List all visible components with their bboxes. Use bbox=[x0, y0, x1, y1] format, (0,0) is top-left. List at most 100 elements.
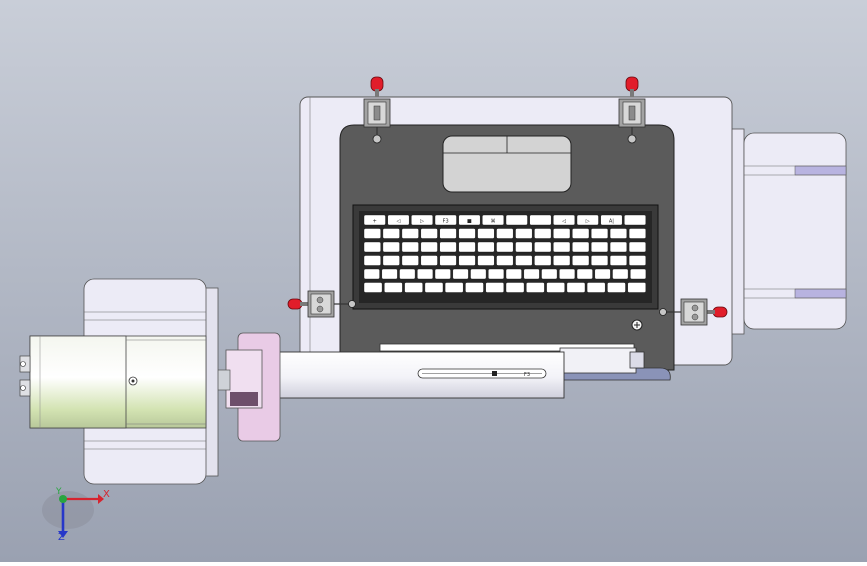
toggle-clamp-right[interactable] bbox=[659, 298, 728, 326]
keyboard-key[interactable] bbox=[505, 282, 525, 293]
keyboard-key[interactable] bbox=[496, 255, 514, 266]
keyboard-key[interactable] bbox=[434, 214, 457, 226]
keyboard-key[interactable] bbox=[553, 228, 571, 239]
keyboard-key[interactable] bbox=[477, 241, 495, 253]
keyboard-key[interactable] bbox=[382, 255, 400, 266]
keyboard-key[interactable] bbox=[477, 228, 495, 239]
keyboard-key[interactable] bbox=[630, 268, 647, 280]
keyboard-key[interactable] bbox=[465, 282, 484, 293]
keyboard-key[interactable] bbox=[363, 214, 386, 226]
keyboard-key[interactable] bbox=[420, 255, 438, 266]
keyboard-key[interactable] bbox=[424, 282, 444, 293]
keyboard-key[interactable] bbox=[458, 214, 481, 226]
keyboard-key[interactable] bbox=[609, 255, 627, 266]
keyboard-key[interactable] bbox=[477, 255, 495, 266]
keyboard-key[interactable] bbox=[482, 214, 504, 226]
keyboard-key[interactable] bbox=[612, 268, 629, 280]
side-bracket[interactable] bbox=[729, 128, 847, 335]
keyboard-key[interactable] bbox=[534, 255, 552, 266]
keyboard-key[interactable] bbox=[363, 228, 381, 239]
keyboard-key[interactable] bbox=[363, 241, 381, 253]
keyboard-key[interactable] bbox=[566, 282, 586, 293]
keyboard-key[interactable] bbox=[439, 241, 457, 253]
keyboard-key[interactable] bbox=[609, 228, 627, 239]
toggle-clamp-top-right[interactable] bbox=[618, 76, 646, 144]
keyboard-key[interactable] bbox=[505, 268, 522, 280]
keyboard-key[interactable] bbox=[505, 214, 528, 226]
keyboard-key[interactable] bbox=[541, 268, 558, 280]
keyboard-key[interactable] bbox=[417, 268, 434, 280]
keyboard-key[interactable] bbox=[458, 241, 476, 253]
toggle-clamp-top-left[interactable] bbox=[363, 76, 391, 144]
gear-motor[interactable] bbox=[19, 335, 207, 429]
keyboard-key[interactable] bbox=[529, 214, 552, 226]
keyboard-key[interactable] bbox=[458, 228, 476, 239]
keyboard-key[interactable] bbox=[439, 228, 457, 239]
keyboard-key[interactable] bbox=[444, 282, 464, 293]
keyboard-key[interactable] bbox=[586, 282, 606, 293]
toggle-clamp-left[interactable] bbox=[287, 290, 356, 318]
linear-actuator-rod[interactable]: F3 bbox=[259, 343, 645, 399]
keyboard-key[interactable] bbox=[381, 268, 398, 280]
keyboard-key[interactable] bbox=[576, 214, 599, 226]
keyboard-key[interactable] bbox=[382, 228, 400, 239]
keyboard-key[interactable] bbox=[591, 241, 609, 253]
keyboard-key[interactable] bbox=[572, 241, 590, 253]
keyboard-key[interactable] bbox=[628, 241, 646, 253]
keyboard-key[interactable] bbox=[534, 241, 552, 253]
keyboard-key[interactable] bbox=[572, 255, 590, 266]
keyboard-key[interactable] bbox=[624, 214, 646, 226]
keyboard-key[interactable] bbox=[553, 241, 571, 253]
keyboard[interactable]: +◁▷F3■⌘◁▷A| bbox=[352, 204, 659, 310]
keyboard-key[interactable] bbox=[470, 268, 487, 280]
keyboard-key[interactable] bbox=[382, 241, 400, 253]
keyboard-key[interactable] bbox=[485, 282, 505, 293]
keyboard-key[interactable] bbox=[404, 282, 423, 293]
keyboard-key[interactable] bbox=[387, 214, 410, 226]
keyboard-key[interactable] bbox=[420, 241, 438, 253]
keyboard-key[interactable] bbox=[434, 268, 451, 280]
keyboard-key[interactable] bbox=[515, 228, 533, 239]
keyboard-key[interactable] bbox=[401, 228, 419, 239]
keyboard-key[interactable] bbox=[399, 268, 416, 280]
keyboard-key[interactable] bbox=[594, 268, 611, 280]
keyboard-key[interactable] bbox=[572, 228, 590, 239]
keyboard-key[interactable] bbox=[496, 241, 514, 253]
keyboard-key[interactable] bbox=[534, 228, 552, 239]
keyboard-key[interactable] bbox=[411, 214, 433, 226]
keyboard-key[interactable] bbox=[363, 268, 380, 280]
keyboard-key[interactable] bbox=[526, 282, 545, 293]
keyboard-key[interactable] bbox=[576, 268, 593, 280]
keyboard-key[interactable] bbox=[591, 255, 609, 266]
pink-coupling[interactable] bbox=[207, 332, 281, 442]
touchpad[interactable] bbox=[442, 135, 572, 193]
keyboard-key[interactable] bbox=[401, 255, 419, 266]
keyboard-key[interactable] bbox=[523, 268, 540, 280]
keyboard-key[interactable] bbox=[401, 241, 419, 253]
keyboard-key[interactable] bbox=[609, 241, 627, 253]
keyboard-key[interactable] bbox=[600, 214, 623, 226]
keyboard-key[interactable] bbox=[591, 228, 609, 239]
keyboard-key[interactable] bbox=[458, 255, 476, 266]
keyboard-key[interactable] bbox=[363, 282, 383, 293]
keyboard-key[interactable] bbox=[553, 255, 571, 266]
keyboard-key[interactable] bbox=[607, 282, 626, 293]
keyboard-key[interactable] bbox=[452, 268, 469, 280]
laptop-model[interactable]: +◁▷F3■⌘◁▷A| bbox=[339, 124, 675, 381]
keyboard-key[interactable] bbox=[515, 255, 533, 266]
keyboard-key[interactable] bbox=[515, 241, 533, 253]
keyboard-key[interactable] bbox=[363, 255, 381, 266]
keyboard-key[interactable] bbox=[439, 255, 457, 266]
keyboard-key[interactable] bbox=[384, 282, 403, 293]
keyboard-key[interactable] bbox=[496, 228, 514, 239]
keyboard-key[interactable] bbox=[546, 282, 565, 293]
keyboard-key[interactable] bbox=[488, 268, 505, 280]
keyboard-key[interactable] bbox=[559, 268, 576, 280]
keyboard-key[interactable] bbox=[627, 282, 647, 293]
keyboard-key[interactable] bbox=[628, 255, 646, 266]
keyboard-key[interactable] bbox=[420, 228, 438, 239]
keyboard-key[interactable] bbox=[553, 214, 575, 226]
keyboard-key[interactable] bbox=[628, 228, 646, 239]
